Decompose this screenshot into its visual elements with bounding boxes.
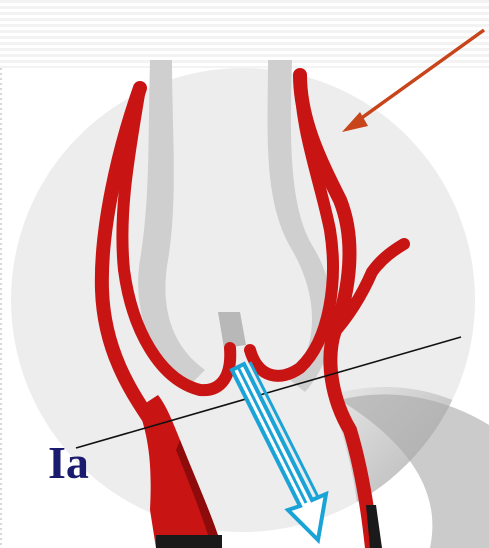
level-label: Ia [48,440,89,486]
arrow-pointer-icon [342,30,484,132]
vessel-left-base [156,535,222,548]
